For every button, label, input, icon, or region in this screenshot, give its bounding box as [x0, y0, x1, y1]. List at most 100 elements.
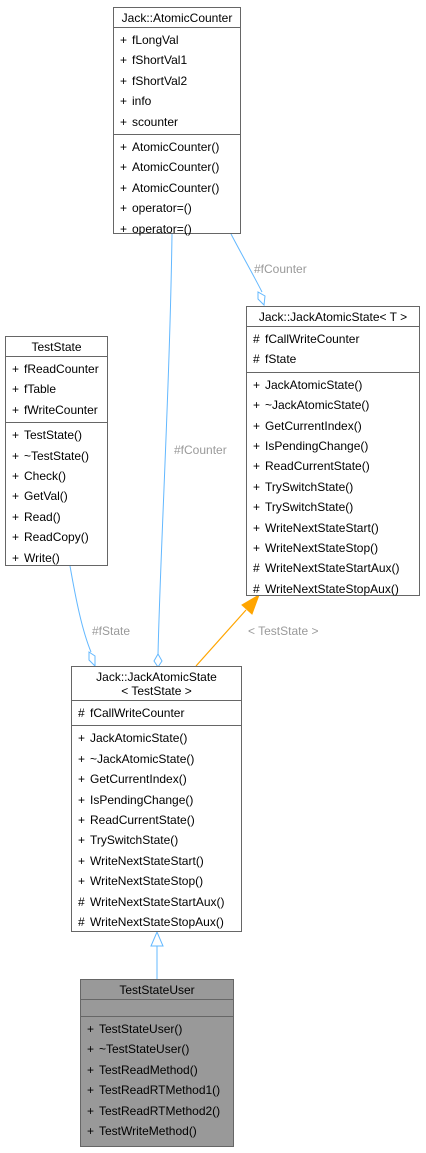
class-method[interactable]: + JackAtomicState() [72, 728, 241, 748]
class-method[interactable]: +ReadCopy() [6, 527, 107, 547]
method-name: TrySwitchState() [265, 500, 354, 515]
class-method[interactable]: +TestStateUser() [81, 1019, 233, 1039]
methods-section: +TestState()+~TestState()+Check()+GetVal… [6, 422, 107, 570]
class-method[interactable]: +AtomicCounter() [114, 178, 240, 198]
attribute-name: fLongVal [132, 33, 179, 47]
class-test-state[interactable]: TestState +fReadCounter+fTable+fWriteCoun… [5, 336, 108, 566]
method-name: WriteNextStateStopAux() [90, 914, 224, 929]
method-name: ~JackAtomicState() [265, 398, 370, 413]
class-attribute[interactable]: #fCallWriteCounter [72, 703, 241, 723]
class-attribute[interactable]: +fShortVal1 [114, 50, 240, 70]
class-method[interactable]: # WriteNextStateStopAux() [72, 912, 241, 932]
class-method[interactable]: +~TestStateUser() [81, 1039, 233, 1059]
edge-label-fstate: #fState [92, 624, 131, 638]
class-method[interactable]: +ReadCurrentState() [72, 810, 241, 830]
class-method[interactable]: +WriteNextStateStart() [72, 851, 241, 871]
class-method[interactable]: +TrySwitchState() [247, 477, 419, 497]
class-method[interactable]: +TestWriteMethod() [81, 1121, 233, 1141]
class-method[interactable]: +AtomicCounter() [114, 137, 240, 157]
visibility-marker: + [120, 180, 128, 195]
method-name: TestReadRTMethod2() [99, 1103, 221, 1118]
class-method[interactable]: +ReadCurrentState() [247, 456, 419, 476]
class-method[interactable]: +TestReadRTMethod1() [81, 1080, 233, 1100]
class-method[interactable]: + GetCurrentIndex() [247, 416, 419, 436]
class-method[interactable]: +IsPendingChange() [72, 790, 241, 810]
method-name: ReadCurrentState() [265, 459, 370, 474]
method-name: Read() [24, 509, 61, 524]
visibility-marker: + [78, 792, 86, 807]
visibility-marker: + [12, 550, 20, 565]
class-method[interactable]: +TrySwitchState() [247, 497, 419, 517]
visibility-marker: + [120, 201, 128, 216]
visibility-marker: + [253, 418, 261, 433]
class-method[interactable]: +~JackAtomicState() [247, 395, 419, 415]
class-attribute[interactable]: +scounter [114, 112, 240, 132]
class-jack-atomic-state-template[interactable]: Jack::JackAtomicState< T >#fCallWriteCou… [246, 306, 420, 596]
class-method[interactable]: +TestReadMethod() [81, 1060, 233, 1080]
edge-label-fcounter-instance: #fCounter [174, 443, 227, 457]
method-name: ~TestState() [24, 448, 90, 463]
class-title-line: TestState [31, 340, 82, 354]
class-method[interactable]: +Check() [6, 466, 107, 486]
method-name: GetCurrentIndex() [265, 418, 362, 433]
method-name: JackAtomicState() [265, 377, 363, 392]
class-attribute[interactable]: + fLongVal [114, 30, 240, 50]
class-method[interactable]: #WriteNextStateStartAux() [247, 558, 419, 578]
method-name: JackAtomicState() [90, 731, 188, 746]
method-name: AtomicCounter() [132, 160, 220, 175]
class-attribute[interactable]: +info [114, 91, 240, 111]
class-method[interactable]: +GetCurrentIndex() [72, 769, 241, 789]
class-method[interactable]: +IsPendingChange() [247, 436, 419, 456]
class-method[interactable]: +GetVal() [6, 486, 107, 506]
class-method[interactable]: +JackAtomicState() [247, 375, 419, 395]
method-name: WriteNextStateStopAux() [265, 581, 399, 596]
visibility-marker: + [87, 1062, 95, 1077]
class-title: Jack::JackAtomicState< T > [247, 307, 419, 326]
visibility-marker: # [78, 894, 85, 909]
class-test-state-user[interactable]: TestStateUser+TestStateUser()+~TestState… [80, 979, 234, 1147]
visibility-marker: + [253, 479, 261, 494]
method-name: operator=() [132, 221, 192, 236]
visibility-marker: + [87, 1103, 95, 1118]
visibility-marker: + [87, 1042, 95, 1057]
class-method[interactable]: + Write() [6, 548, 107, 568]
visibility-marker: # [78, 706, 85, 720]
class-attribute[interactable]: +fWriteCounter [6, 400, 107, 420]
visibility-marker: # [253, 332, 260, 346]
class-jack-atomic-state-teststate[interactable]: Jack::JackAtomicState< TestState >#fCall… [71, 666, 242, 932]
methods-section: + JackAtomicState() +~JackAtomicState()+Ge… [72, 725, 241, 934]
visibility-marker: + [120, 33, 128, 47]
method-name: Write() [24, 550, 60, 565]
visibility-marker: + [87, 1083, 95, 1098]
method-name: WriteNextStateStop() [90, 874, 204, 889]
visibility-marker: + [78, 731, 86, 746]
class-method[interactable]: +AtomicCounter() [114, 157, 240, 177]
class-method[interactable]: +TestState() [6, 425, 107, 445]
class-method[interactable]: +WriteNextStateStop() [247, 538, 419, 558]
class-method[interactable]: +Read() [6, 507, 107, 527]
class-attribute[interactable]: #fState [247, 349, 419, 369]
class-method[interactable]: + TestReadRTMethod2() [81, 1101, 233, 1121]
attributes-section [81, 999, 233, 1016]
class-attribute[interactable]: +fShortVal2 [114, 71, 240, 91]
class-method[interactable]: +operator=() [114, 219, 240, 239]
class-method[interactable]: +~JackAtomicState() [72, 749, 241, 769]
visibility-marker: + [78, 772, 86, 787]
method-name: AtomicCounter() [132, 139, 220, 154]
class-attribute[interactable]: +fReadCounter [6, 359, 107, 379]
visibility-marker: + [120, 53, 128, 68]
class-method[interactable]: +WriteNextStateStart() [247, 518, 419, 538]
class-method[interactable]: +TrySwitchState() [72, 830, 241, 850]
class-attribute[interactable]: +fTable [6, 379, 107, 399]
class-method[interactable]: +WriteNextStateStop() [72, 871, 241, 891]
class-method[interactable]: #WriteNextStateStartAux() [72, 892, 241, 912]
class-title: Jack::JackAtomicState< TestState > [72, 667, 241, 700]
class-atomic-counter[interactable]: Jack::AtomicCounter+fLongVal+fShortVal1+… [113, 7, 241, 236]
class-attribute[interactable]: #fCallWriteCounter [247, 329, 419, 349]
class-method[interactable]: +~TestState() [6, 446, 107, 466]
class-method[interactable]: #WriteNextStateStopAux() [247, 579, 419, 599]
attribute-name: scounter [132, 114, 179, 129]
visibility-marker: # [78, 914, 85, 929]
class-method[interactable]: +operator=() [114, 198, 240, 218]
attribute-name: fShortVal2 [132, 73, 188, 88]
